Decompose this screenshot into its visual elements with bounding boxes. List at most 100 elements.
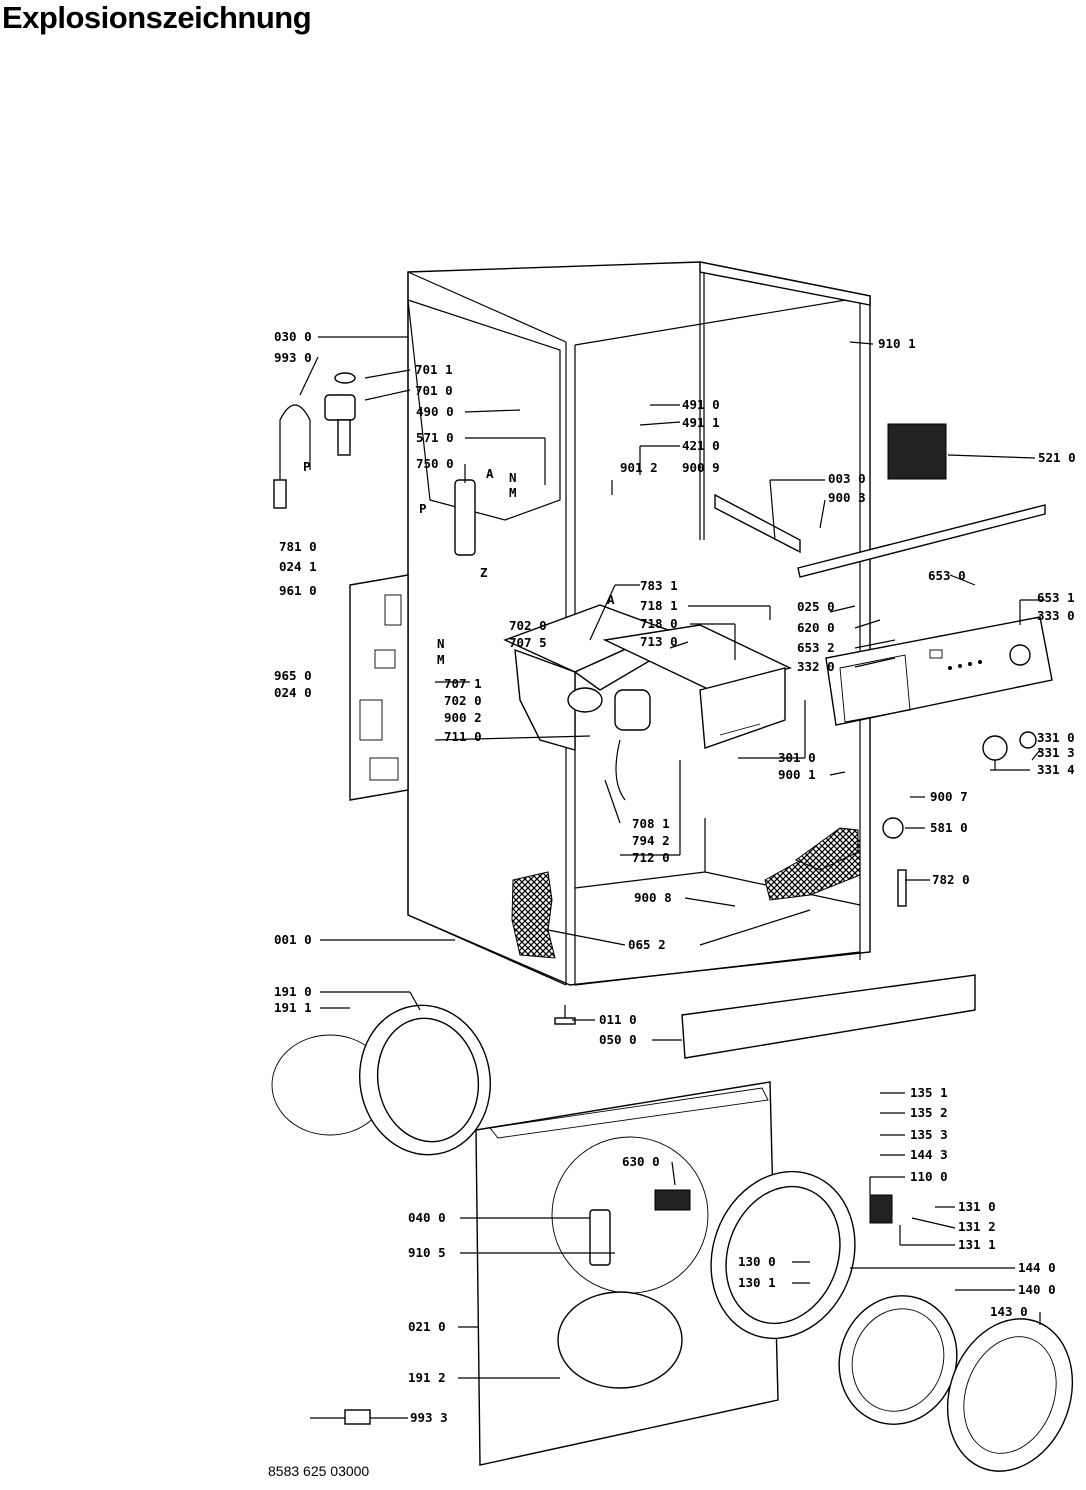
label-130-0: 130 0 (738, 1254, 776, 1269)
label-900-8: 900 8 (634, 890, 672, 905)
label-781-0: 781 0 (279, 539, 317, 554)
label-050-0: 050 0 (599, 1032, 637, 1047)
marker-z: Z (480, 565, 488, 580)
label-331-4: 331 4 (1037, 762, 1075, 777)
label-003-0: 003 0 (828, 471, 866, 486)
label-901-2: 901 2 (620, 460, 658, 475)
rear-rail (714, 493, 801, 554)
marker-n-1: N (509, 470, 517, 485)
label-144-3: 144 3 (910, 1147, 948, 1162)
label-333-0: 333 0 (1037, 608, 1075, 623)
label-712-0: 712 0 (632, 850, 670, 865)
label-065-2: 065 2 (628, 937, 666, 952)
label-750-0: 750 0 (416, 456, 454, 471)
label-571-0: 571 0 (416, 430, 454, 445)
label-782-0: 782 0 (932, 872, 970, 887)
label-421-0: 421 0 (682, 438, 720, 453)
detergent-dispenser (503, 604, 792, 751)
door-handle (589, 1209, 611, 1266)
door-assembly (710, 1170, 1074, 1472)
plinth (681, 974, 976, 1059)
label-491-0: 491 0 (682, 397, 720, 412)
door-lock (654, 1189, 691, 1211)
document-number: 8583 625 03000 (268, 1463, 370, 1479)
label-491-1: 491 1 (682, 415, 720, 430)
label-711-0: 711 0 (444, 729, 482, 744)
label-653-0: 653 0 (928, 568, 966, 583)
label-025-0: 025 0 (797, 599, 835, 614)
front-panel (475, 1081, 779, 1466)
control-bezel (825, 616, 1053, 726)
label-521-0: 521 0 (1038, 450, 1076, 465)
label-040-0: 040 0 (408, 1210, 446, 1225)
label-490-0: 490 0 (416, 404, 454, 419)
label-900-1: 900 1 (778, 767, 816, 782)
marker-m-2: M (437, 652, 445, 667)
page-title: Explosionszeichnung (2, 0, 312, 35)
marker-a-mid: A (607, 592, 615, 607)
marker-a-top: A (486, 466, 494, 481)
pump (614, 689, 651, 801)
control-panel-frame (797, 504, 1046, 578)
inlet-hose (273, 404, 311, 509)
label-702-0-a: 702 0 (509, 618, 547, 633)
label-900-3: 900 3 (828, 490, 866, 505)
label-135-1: 135 1 (910, 1085, 948, 1100)
label-653-2: 653 2 (797, 640, 835, 655)
label-900-9: 900 9 (682, 460, 720, 475)
label-191-1: 191 1 (274, 1000, 312, 1015)
label-144-0: 144 0 (1018, 1260, 1056, 1275)
door-hinge (869, 1194, 893, 1224)
knob (982, 731, 1037, 761)
label-620-0: 620 0 (797, 620, 835, 635)
label-135-2: 135 2 (910, 1105, 948, 1120)
label-191-0: 191 0 (274, 984, 312, 999)
label-961-0: 961 0 (279, 583, 317, 598)
label-701-1: 701 1 (415, 362, 453, 377)
label-713-0: 713 0 (640, 634, 678, 649)
marker-n-2: N (437, 636, 445, 651)
label-630-0: 630 0 (622, 1154, 660, 1169)
label-910-1: 910 1 (878, 336, 916, 351)
label-993-0: 993 0 (274, 350, 312, 365)
leader-lines (299, 336, 1045, 1419)
label-332-0: 332 0 (797, 659, 835, 674)
top-rail (699, 261, 871, 306)
label-131-1: 131 1 (958, 1237, 996, 1252)
door-gasket (271, 1004, 492, 1156)
marker-m-1: M (509, 485, 517, 500)
connection-markers: A A P P Z N M N M (303, 459, 615, 667)
label-653-1: 653 1 (1037, 590, 1075, 605)
rear-panel (349, 574, 409, 801)
control-board (887, 423, 947, 480)
label-331-3: 331 3 (1037, 745, 1075, 760)
label-024-1: 024 1 (279, 559, 317, 574)
inlet-valve (324, 372, 356, 456)
label-011-0: 011 0 (599, 1012, 637, 1027)
label-701-0: 701 0 (415, 383, 453, 398)
label-131-0: 131 0 (958, 1199, 996, 1214)
label-301-0: 301 0 (778, 750, 816, 765)
label-001-0: 001 0 (274, 932, 312, 947)
lamp (897, 869, 907, 907)
label-331-0: 331 0 (1037, 730, 1075, 745)
label-130-1: 130 1 (738, 1275, 776, 1290)
marker-p-2: P (419, 501, 427, 516)
label-993-3: 993 3 (410, 1410, 448, 1425)
service-tool (310, 1409, 371, 1425)
label-783-1: 783 1 (640, 578, 678, 593)
label-707-5: 707 5 (509, 635, 547, 650)
label-708-1: 708 1 (632, 816, 670, 831)
part-labels: 030 0 993 0 701 1 701 0 490 0 571 0 750 … (274, 329, 1076, 1425)
pressure-switch (882, 817, 904, 839)
foot (554, 1005, 576, 1025)
label-900-7: 900 7 (930, 789, 968, 804)
insulation-pad-left (511, 871, 556, 959)
filter-capacitor (454, 479, 476, 556)
label-581-0: 581 0 (930, 820, 968, 835)
label-143-0: 143 0 (990, 1304, 1028, 1319)
label-707-1: 707 1 (444, 676, 482, 691)
label-191-2: 191 2 (408, 1370, 446, 1385)
label-794-2: 794 2 (632, 833, 670, 848)
label-110-0: 110 0 (910, 1169, 948, 1184)
